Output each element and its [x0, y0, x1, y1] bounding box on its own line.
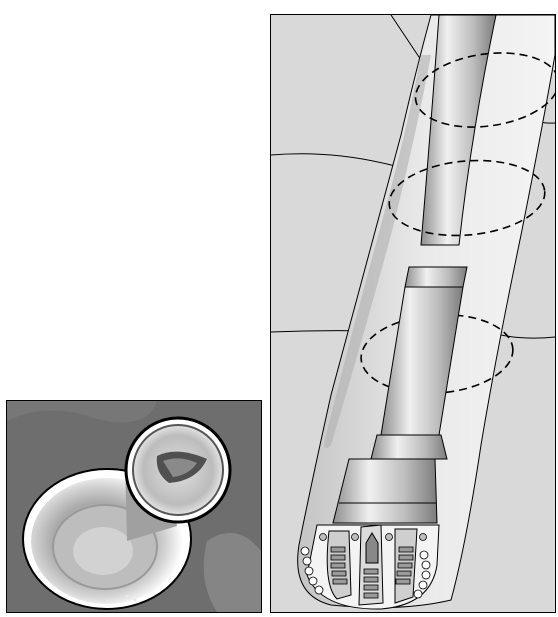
- speckle: [116, 600, 119, 603]
- speckle: [125, 595, 129, 599]
- bit-bottomhole-image-icon: [7, 401, 261, 612]
- directional-drilling-illustration-panel: [270, 14, 556, 613]
- formation-boundary-4: [391, 15, 423, 63]
- bit-body: [333, 459, 437, 523]
- speckle: [134, 599, 137, 602]
- collar-transition: [405, 267, 467, 287]
- bit-center: [73, 527, 133, 575]
- formation-texture-light: [204, 533, 261, 612]
- bit-bottomhole-image-panel: [6, 400, 262, 613]
- directional-drilling-bha-icon: [271, 15, 555, 612]
- bit-sub: [371, 435, 447, 459]
